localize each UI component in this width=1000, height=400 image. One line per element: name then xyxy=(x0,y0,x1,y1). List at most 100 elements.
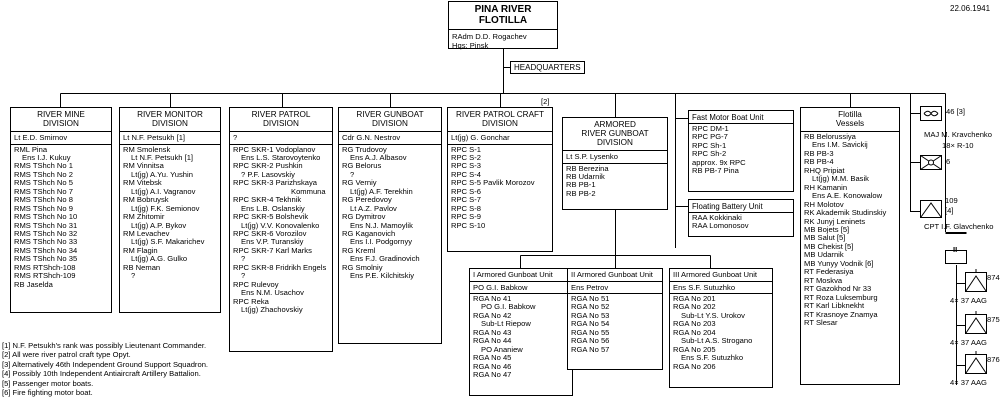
division-header-line: RIVER PATROL CRAFT xyxy=(455,110,545,119)
list-item: RB Berezina xyxy=(566,163,609,173)
list-item: RGA No 54 xyxy=(571,319,610,329)
division-commander: Lt N.F. Petsukh [1] xyxy=(120,131,220,144)
list-item: RHQ Pripiat xyxy=(804,165,845,175)
commander-name: Ens P.E. Kilchitskiy xyxy=(350,271,415,281)
list-item: RML Pina xyxy=(14,144,48,154)
list-item: RGA No 52 xyxy=(571,302,610,312)
list-item: RPC SKR-6 Vorozilov xyxy=(233,229,307,239)
list-item: RGA No 47 xyxy=(473,370,512,380)
division-header-line: RIVER MINE xyxy=(37,110,85,119)
gunboat-unit-header: II Armored Gunboat Unit xyxy=(571,270,653,279)
list-item: RB PB-3 xyxy=(804,148,834,158)
list-item: RT Slesar xyxy=(804,317,838,327)
list-item: RPC S-6 xyxy=(451,186,481,196)
list-item: RG Belorus xyxy=(342,161,382,171)
list-item: RGA No 41 xyxy=(473,294,512,303)
antiaircraft-battery-symbol-icon xyxy=(965,351,987,374)
list-item: RGA No 202 xyxy=(673,302,716,312)
ground-support-label: 6 xyxy=(946,157,951,166)
footnote: [1] N.F. Petsukh's rank was possibly Lie… xyxy=(2,341,207,350)
list-item: RMS TShch No 8 xyxy=(14,195,73,205)
flotilla-hq-box: PINA RIVER FLOTILLA RAdm D.D. Rogachev H… xyxy=(448,1,558,50)
division-commander: Lt E.D. Smirnov xyxy=(11,131,111,144)
battalion-hq-echelon-mark: II xyxy=(953,245,958,254)
commander-name: Sub-Lt A.S. Strogano xyxy=(681,336,753,346)
list-item: RB Jaselda xyxy=(14,279,53,289)
commander-name: ? xyxy=(350,169,355,179)
list-item: RGA No 203 xyxy=(673,319,716,329)
footnote: [6] Fire fighting motor boat. xyxy=(2,388,93,398)
battalion-hq-symbol-icon xyxy=(945,232,967,264)
list-item: RM Levachev xyxy=(123,229,170,239)
list-item: RGA No 205 xyxy=(673,344,716,354)
hq-location: Hqs: Pinsk xyxy=(452,41,489,50)
commander-name: Ens N.J. Mamoylik xyxy=(350,220,413,230)
list-item: RPC SKR-4 Tekhnik xyxy=(233,195,302,205)
footnote: [3] Alternatively 46th Independent Groun… xyxy=(2,359,209,369)
list-item: RG Kaganovich xyxy=(342,229,396,239)
division-header-line: Floating Battery Unit xyxy=(692,202,763,211)
commander-name: Lt(jg) Zhachovskiy xyxy=(241,305,303,315)
list-item: RMS TShch No 33 xyxy=(14,237,78,247)
division-header-line: Flotilla xyxy=(838,110,862,119)
commander-name: Ens N.M. Usachov xyxy=(241,288,304,298)
division-header-line: DIVISION xyxy=(597,138,633,147)
air-squadron-commander: MAJ M. Kravchenko xyxy=(924,130,992,139)
hq-title-line-1: PINA RIVER xyxy=(474,4,532,15)
antiaircraft-battery-equipment: 4× 37 AAG xyxy=(950,378,987,387)
division-commander: Lt S.P. Lysenko xyxy=(563,150,667,163)
list-item: RMS RTShch-108 xyxy=(14,262,76,272)
division-commander: Cdr G.N. Nestrov xyxy=(339,131,441,144)
list-item: RB PB-2 xyxy=(566,188,596,198)
antiaircraft-battery-symbol-icon xyxy=(965,269,987,292)
list-item: RH Molotov xyxy=(804,199,844,209)
list-item: RM Zhitomir xyxy=(123,212,165,222)
hq-title: PINA RIVER FLOTILLA xyxy=(449,2,557,29)
commander-name: Lt(jg) A.I. Vagranov xyxy=(131,186,196,196)
list-item: RPC S-8 xyxy=(451,203,481,213)
division-commander: Lt(jg) G. Gonchar xyxy=(448,131,552,144)
division-header-line: DIVISION xyxy=(372,119,408,128)
list-item: RB PB-4 xyxy=(804,157,834,167)
list-item: RPC SKR-7 Karl Marks xyxy=(233,245,312,255)
list-item: RPC Sh-1 xyxy=(692,140,727,150)
air-squadron-label: 46 [3] xyxy=(946,107,965,116)
list-item: RGA No 44 xyxy=(473,336,512,346)
list-item: RAA Lomonosov xyxy=(692,221,749,231)
gunboat-unit-commander: Ens Petrov xyxy=(568,280,662,294)
list-item: RM Vitebsk xyxy=(123,178,162,188)
hq-commander: RAdm D.D. Rogachev xyxy=(452,32,527,41)
list-item: RPC SKR-1 Vodoplanov xyxy=(233,144,316,154)
commander-name: Ens A.J. Albasov xyxy=(350,152,407,162)
commander-name: Ens I.J. Kukuy xyxy=(22,152,71,162)
air-squadron-symbol-icon xyxy=(920,106,942,121)
list-item: RMS TShch No 32 xyxy=(14,229,78,239)
antiaircraft-battery-number: 876 xyxy=(987,355,1000,364)
list-item: RT Krasnoye Znamya xyxy=(804,309,878,319)
list-item: RGA No 51 xyxy=(571,294,610,303)
division-header-line: Fast Motor Boat Unit xyxy=(692,113,764,122)
list-item: RPC SKR-8 Fridrikh Engels xyxy=(233,262,327,272)
list-item: RT Gazokhod Nr 33 xyxy=(804,284,872,294)
gunboat-unit-commander: Ens S.F. Sutuzhko xyxy=(670,280,772,294)
list-item: RPC PG-7 xyxy=(692,132,728,142)
list-item: RK Akademik Studinskiy xyxy=(804,208,887,218)
list-item: RG Peredovoy xyxy=(342,195,392,205)
list-item: RGA No 42 xyxy=(473,310,512,320)
list-item: MB Chekist [5] xyxy=(804,241,854,251)
patrol-craft-note-mark: [2] xyxy=(541,97,550,106)
footnote: [2] All were river patrol craft type Opy… xyxy=(2,350,131,360)
list-item: MB Yunyy Vodnik [6] xyxy=(804,258,874,268)
